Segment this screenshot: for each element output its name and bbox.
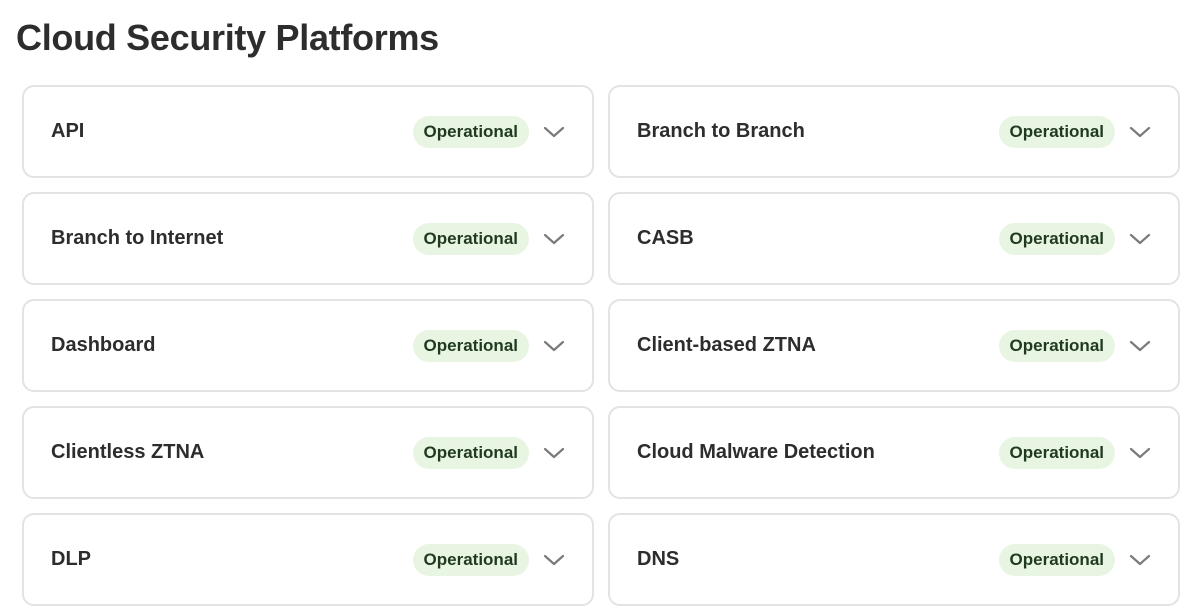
chevron-down-icon[interactable]: [542, 334, 566, 358]
component-card-clientless-ztna[interactable]: Clientless ZTNA Operational: [22, 406, 594, 499]
chevron-down-icon[interactable]: [1128, 548, 1152, 572]
page-title: Cloud Security Platforms: [16, 17, 439, 58]
status-badge: Operational: [412, 115, 529, 148]
component-name: Dashboard: [51, 334, 156, 356]
component-name: DLP: [51, 548, 91, 570]
component-card-dns[interactable]: DNS Operational: [608, 513, 1180, 606]
status-badge: Operational: [998, 543, 1115, 576]
component-name: Branch to Internet: [51, 227, 224, 249]
component-name: CASB: [637, 227, 694, 249]
component-name: Branch to Branch: [637, 120, 805, 142]
component-name: API: [51, 120, 85, 142]
status-badge: Operational: [998, 222, 1115, 255]
status-badge: Operational: [998, 436, 1115, 469]
component-name: Cloud Malware Detection: [637, 441, 875, 463]
chevron-down-icon[interactable]: [1128, 227, 1152, 251]
status-badge: Operational: [412, 436, 529, 469]
component-grid: API Operational Branch to Branch Operati…: [22, 85, 1180, 606]
component-card-cloud-malware-detection[interactable]: Cloud Malware Detection Operational: [608, 406, 1180, 499]
component-card-branch-to-branch[interactable]: Branch to Branch Operational: [608, 85, 1180, 178]
status-badge: Operational: [412, 543, 529, 576]
component-name: Clientless ZTNA: [51, 441, 205, 463]
component-card-branch-to-internet[interactable]: Branch to Internet Operational: [22, 192, 594, 285]
component-card-client-based-ztna[interactable]: Client-based ZTNA Operational: [608, 299, 1180, 392]
component-card-dlp[interactable]: DLP Operational: [22, 513, 594, 606]
status-badge: Operational: [412, 222, 529, 255]
status-badge: Operational: [412, 329, 529, 362]
component-card-dashboard[interactable]: Dashboard Operational: [22, 299, 594, 392]
status-badge: Operational: [998, 329, 1115, 362]
chevron-down-icon[interactable]: [542, 441, 566, 465]
status-badge: Operational: [998, 115, 1115, 148]
component-name: DNS: [637, 548, 680, 570]
chevron-down-icon[interactable]: [1128, 441, 1152, 465]
component-name: Client-based ZTNA: [637, 334, 816, 356]
chevron-down-icon[interactable]: [542, 548, 566, 572]
component-card-casb[interactable]: CASB Operational: [608, 192, 1180, 285]
chevron-down-icon[interactable]: [1128, 334, 1152, 358]
chevron-down-icon[interactable]: [1128, 120, 1152, 144]
chevron-down-icon[interactable]: [542, 120, 566, 144]
chevron-down-icon[interactable]: [542, 227, 566, 251]
component-card-api[interactable]: API Operational: [22, 85, 594, 178]
